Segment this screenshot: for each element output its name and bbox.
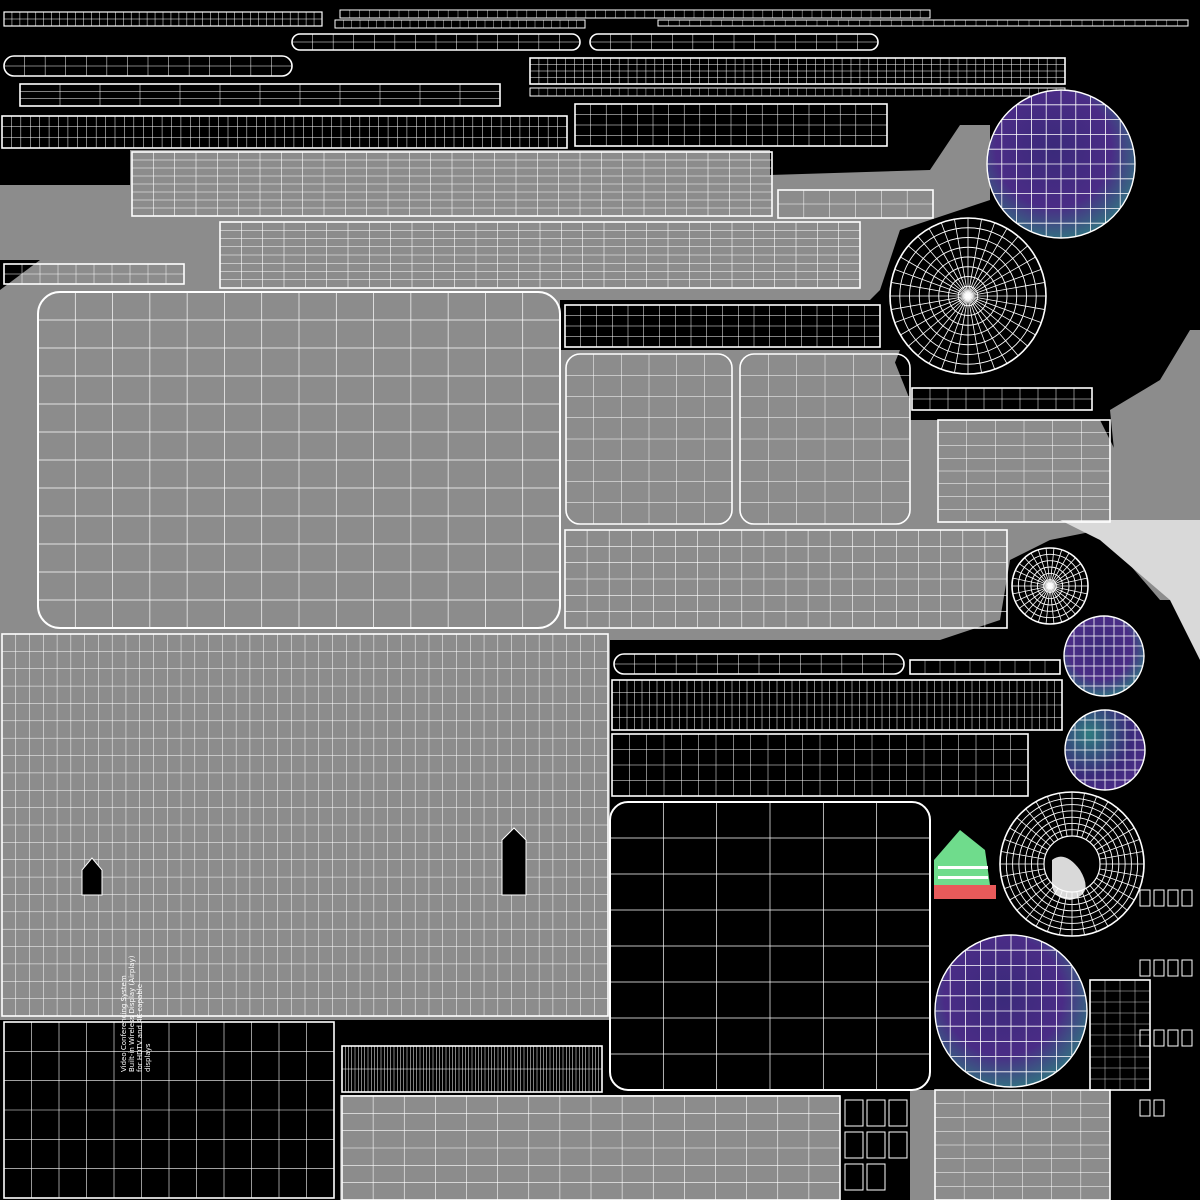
small-pill-mid	[613, 653, 905, 675]
sphere-large-bottom	[934, 934, 1088, 1088]
light-island-right	[1060, 520, 1200, 660]
small-part-8	[1139, 1029, 1151, 1047]
small-bit-bottom-1	[866, 1099, 886, 1127]
strip-top-3	[657, 19, 1189, 27]
pill-bar-left	[291, 33, 581, 51]
small-bit-bottom-0	[844, 1099, 864, 1127]
flat-panel-middle	[564, 529, 1008, 629]
sphere-large-top-right	[986, 89, 1136, 239]
uv-label-line-2: Built-in Wireless Display (Airplay)	[128, 955, 136, 1072]
label-patch-stripe-1	[938, 866, 988, 869]
light-blob-ring-centre	[1051, 856, 1086, 900]
connector-cutout-left	[81, 857, 103, 896]
bracket-piece-right	[911, 387, 1093, 411]
uv-label-text-block: Video Conferencing System Built-in Wirel…	[120, 912, 190, 1072]
green-label-patch	[934, 830, 990, 885]
sphere-small-1	[1063, 615, 1145, 697]
grid-strip-mid	[611, 679, 1063, 731]
gray-island-bottom	[340, 1095, 840, 1200]
small-bit-bottom-7	[866, 1163, 886, 1191]
label-patch-stripe-2	[938, 876, 988, 879]
grid-strip-thin	[529, 87, 1066, 97]
bevel-strip-left	[19, 83, 501, 107]
pill-bar-second-row	[3, 55, 293, 77]
small-bit-bottom-6	[844, 1163, 864, 1191]
small-part-1	[1153, 889, 1165, 907]
curved-band-mid	[564, 304, 881, 348]
small-part-13	[1153, 1099, 1165, 1117]
gray-island-main	[0, 125, 1200, 1020]
strip-top-4	[334, 19, 586, 29]
panel-upper-large	[131, 151, 773, 217]
box-panel-right	[937, 419, 1111, 523]
small-part-11	[1181, 1029, 1193, 1047]
uv-label-line-3: for HDTV and 4K capable	[136, 983, 144, 1072]
grid-strip-long-left	[1, 115, 568, 149]
small-frame-right	[777, 189, 934, 219]
strip-top-2	[339, 9, 931, 19]
small-bit-bottom-5	[888, 1131, 908, 1159]
grid-strip-upper-right	[529, 57, 1066, 85]
panel-second-large	[219, 221, 861, 289]
small-part-4	[1139, 959, 1151, 977]
small-bit-bottom-3	[844, 1131, 864, 1159]
grid-block-bottom-centre	[341, 1095, 841, 1200]
small-part-0	[1139, 889, 1151, 907]
gray-island-centre	[560, 350, 930, 520]
small-part-5	[1153, 959, 1165, 977]
ring-disc-right	[999, 791, 1145, 937]
gray-island-left-upper	[0, 185, 130, 215]
sphere-small-2	[1064, 709, 1146, 791]
connector-cutout-right	[501, 827, 527, 896]
small-part-6	[1167, 959, 1179, 977]
small-part-10	[1167, 1029, 1179, 1047]
small-part-9	[1153, 1029, 1165, 1047]
gray-island-far-right	[1110, 330, 1200, 520]
u-frame-right	[739, 353, 911, 525]
small-part-2	[1167, 889, 1179, 907]
small-bit-bottom-4	[866, 1131, 886, 1159]
small-grid-mid	[909, 659, 1061, 675]
ribbed-strip-bottom	[341, 1045, 603, 1093]
strip-top-1	[3, 11, 323, 27]
curved-band-top	[574, 103, 888, 147]
red-label-patch	[934, 885, 996, 899]
uv-label-line-1: Video Conferencing System	[120, 975, 128, 1072]
detail-block-right	[1089, 979, 1151, 1091]
small-bit-bottom-2	[888, 1099, 908, 1127]
disc-spokes-small	[1011, 547, 1089, 625]
pill-bar-right	[589, 33, 879, 51]
disc-spokes-top-right	[889, 217, 1047, 375]
bevel-strip-lower	[3, 263, 185, 285]
small-part-3	[1181, 889, 1193, 907]
uv-label-line-4: displays	[144, 1043, 152, 1072]
detail-panel-ports	[611, 733, 1029, 797]
small-part-12	[1139, 1099, 1151, 1117]
grid-block-bottom-right	[934, 1089, 1111, 1200]
small-part-7	[1181, 959, 1193, 977]
black-panel-screen	[609, 801, 931, 1091]
u-frame-left	[565, 353, 733, 525]
black-panel-lower-left	[3, 1021, 335, 1199]
big-panel-top-left	[37, 291, 561, 629]
